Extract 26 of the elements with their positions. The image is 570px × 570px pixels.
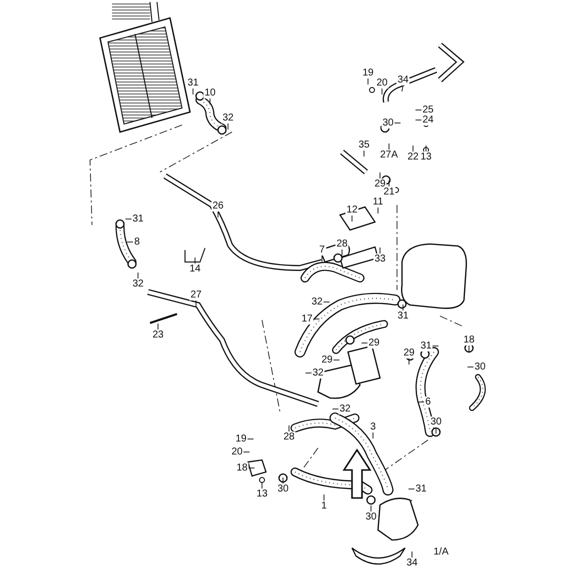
leader-line	[192, 88, 194, 95]
cooling-system-drawing	[90, 2, 486, 565]
leader-line	[288, 425, 290, 432]
leader-line	[402, 304, 404, 311]
callout-number: 30	[473, 362, 487, 372]
leader-line	[394, 122, 401, 124]
leader-line	[332, 408, 339, 410]
leader-line	[388, 143, 390, 150]
leader-line	[194, 257, 196, 264]
leader-line	[388, 180, 390, 187]
leader-line	[282, 477, 284, 484]
leader-line	[370, 505, 372, 512]
view-label: 1/A	[432, 546, 450, 558]
leader-line	[372, 432, 374, 439]
leader-line	[412, 145, 414, 152]
leader-line	[408, 358, 410, 365]
leader-line	[313, 318, 320, 320]
leader-line	[125, 218, 132, 220]
leader-line	[467, 366, 474, 368]
leader-line	[247, 438, 254, 440]
leader-line	[408, 488, 415, 490]
callout-number: 34	[405, 558, 419, 568]
leader-line	[402, 85, 404, 92]
leader-line	[361, 342, 368, 344]
leader-line	[468, 345, 470, 352]
leader-line	[305, 372, 312, 374]
